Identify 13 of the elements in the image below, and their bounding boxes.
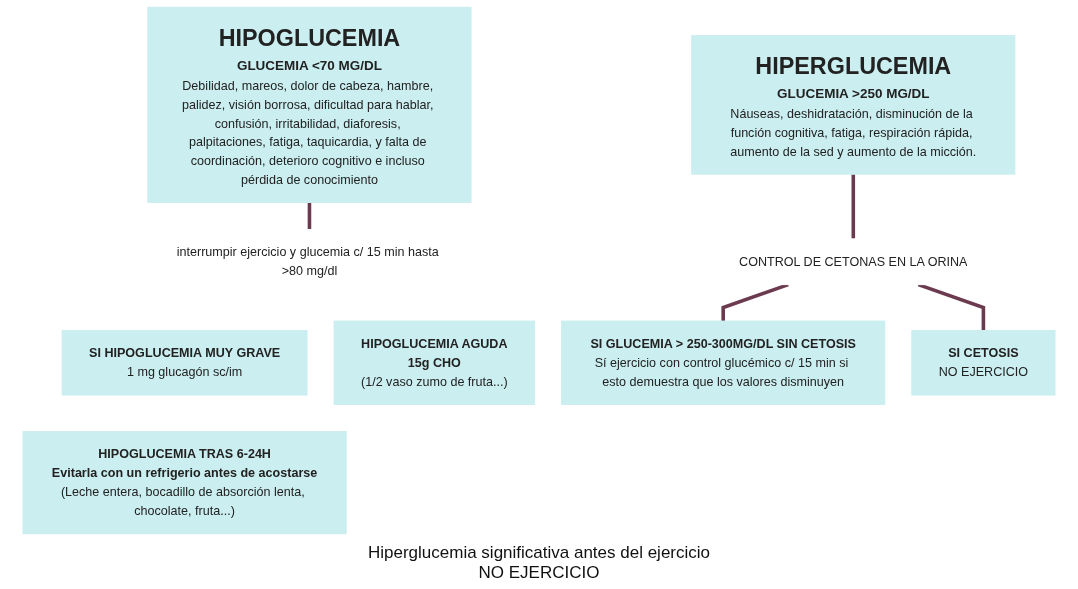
node-box: SI CETOSIS NO EJERCICIO bbox=[911, 330, 1056, 396]
note-text: Hiperglucemia significativa antes del ejercicio bbox=[367, 543, 711, 563]
note-text: NO EJERCICIO bbox=[477, 563, 601, 583]
node-box: HIPOGLUCEMIA GLUCEMIA <70 MG/DL Debilidad, mareos, dolor de cabeza, hambre, palidez, visión borrosa, dificultad para hablar, confusión, irritabilidad, diaforesis, palpitaciones, fatiga, taquicardia, y falta de coordinación, deterioro cognitivo e incluso pérdida de conocimiento bbox=[147, 6, 472, 203]
node-box: HIPERGLUCEMIA GLUCEMIA >250 MG/DL Náuseas, deshidratación, disminución de la función cognitiva, fatiga, respiración rápida, aumento de la sed y aumento de la micción. bbox=[691, 35, 1016, 175]
node-box: SI HIPOGLUCEMIA MUY GRAVE 1 mg glucagón sc/im bbox=[61, 330, 308, 396]
node-box: SI GLUCEMIA > 250-300MG/DL SIN CETOSIS Sí ejercicio con control glucémico c/ 15 min si esto demuestra que los valores disminuyen bbox=[561, 320, 886, 405]
node-box: HIPOGLUCEMIA TRAS 6-24H Evitarla con un refrigerio antes de acostarse (Leche entera, bocadillo de absorción lenta, chocolate, fruta...) bbox=[22, 431, 347, 535]
connector bbox=[851, 174, 856, 239]
connector bbox=[307, 202, 312, 230]
node-text: interrumpir ejercicio y glucemia c/ 15 min hasta >80 mg/dl bbox=[176, 244, 439, 278]
node-text: CONTROL DE CETONAS EN LA ORINA bbox=[739, 254, 968, 269]
node-box: HIPOGLUCEMIA AGUDA 15g CHO (1/2 vaso zumo de fruta...) bbox=[333, 320, 536, 405]
